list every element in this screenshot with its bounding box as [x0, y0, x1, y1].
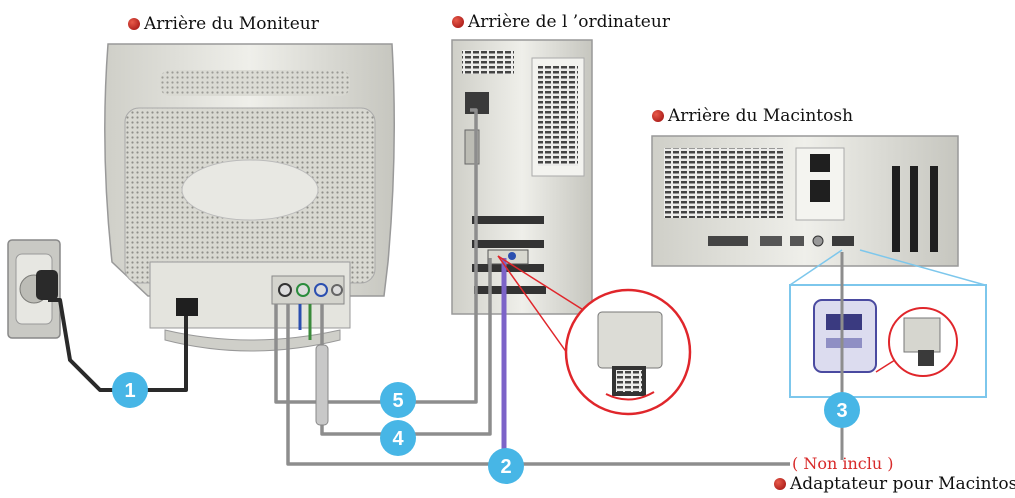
monitor-back-label: Arrière du Moniteur — [128, 14, 319, 34]
step-number-1: 1 — [124, 380, 135, 402]
mac-adapter-text: Adaptateur pour Macintosh — [790, 474, 1015, 494]
bullet-icon — [652, 110, 664, 122]
step-badge-1: 1 — [112, 372, 148, 408]
wall-outlet — [7, 239, 61, 339]
step-badge-5: 5 — [380, 382, 416, 418]
bullet-icon — [128, 18, 140, 30]
step-badge-4: 4 — [380, 420, 416, 456]
bullet-icon — [774, 478, 786, 490]
step-number-3: 3 — [836, 400, 847, 422]
monitor-back-text: Arrière du Moniteur — [144, 14, 319, 34]
computer-back-text: Arrière de l ’ordinateur — [468, 12, 670, 32]
mac-adapter-detail — [789, 249, 987, 398]
not-included-note: ( Non inclu ) — [792, 454, 894, 473]
monitor-back — [104, 43, 395, 352]
macintosh-back — [651, 135, 959, 267]
vga-connector-callout — [497, 255, 692, 416]
step-badge-2: 2 — [488, 448, 524, 484]
mac-adapter-label: Adaptateur pour Macintosh — [774, 474, 1015, 494]
step-number-4: 4 — [392, 428, 404, 450]
mac-back-text: Arrière du Macintosh — [668, 106, 854, 126]
step-badge-3: 3 — [824, 392, 860, 428]
mac-back-label: Arrière du Macintosh — [652, 106, 853, 126]
step-number-5: 5 — [392, 390, 403, 412]
computer-back-label: Arrière de l ’ordinateur — [452, 12, 670, 32]
computer-tower-back — [451, 39, 593, 315]
bullet-icon — [452, 16, 464, 28]
step-number-2: 2 — [500, 456, 511, 478]
